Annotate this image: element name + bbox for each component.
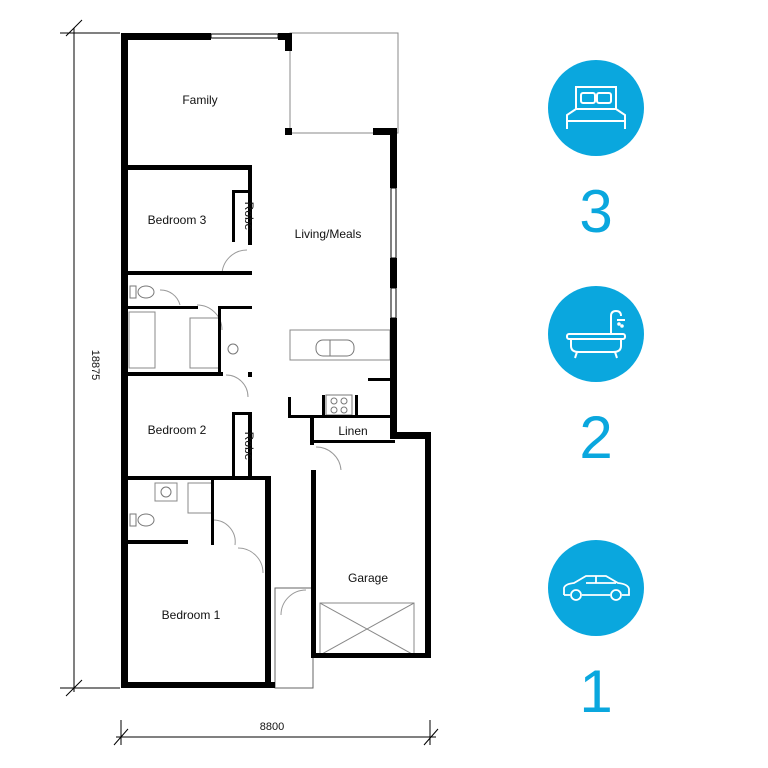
garage-count: 1 xyxy=(579,658,613,725)
walls xyxy=(121,33,431,688)
room-family: Family xyxy=(182,93,217,107)
garage-feature: 1 xyxy=(548,540,644,722)
bathrooms-feature: 2 xyxy=(548,286,644,468)
room-bedroom-3: Bedroom 3 xyxy=(148,213,207,227)
bedroom-count: 3 xyxy=(579,178,613,245)
bed-icon xyxy=(548,60,644,156)
room-robe-3: Robe xyxy=(242,202,256,231)
room-linen: Linen xyxy=(338,424,367,438)
room-living-meals: Living/Meals xyxy=(295,227,362,241)
width-label: 8800 xyxy=(260,721,284,733)
toilets xyxy=(129,285,239,527)
car-icon xyxy=(548,540,644,636)
room-garage: Garage xyxy=(348,571,388,585)
windows xyxy=(121,33,397,688)
bedrooms-feature: 3 xyxy=(548,60,644,242)
bathroom-count: 2 xyxy=(579,404,613,471)
room-bedroom-2: Bedroom 2 xyxy=(148,423,207,437)
room-bedroom-1: Bedroom 1 xyxy=(162,608,221,622)
depth-label: 18875 xyxy=(89,350,101,381)
room-robe-2: Robe xyxy=(242,432,256,461)
thin-lines xyxy=(128,32,415,689)
cooktop xyxy=(325,394,353,416)
kitchen-sink xyxy=(315,339,355,357)
depth-dimension xyxy=(60,19,120,697)
bath-icon xyxy=(548,286,644,382)
door-swings xyxy=(159,249,342,616)
width-dimension xyxy=(113,720,439,746)
